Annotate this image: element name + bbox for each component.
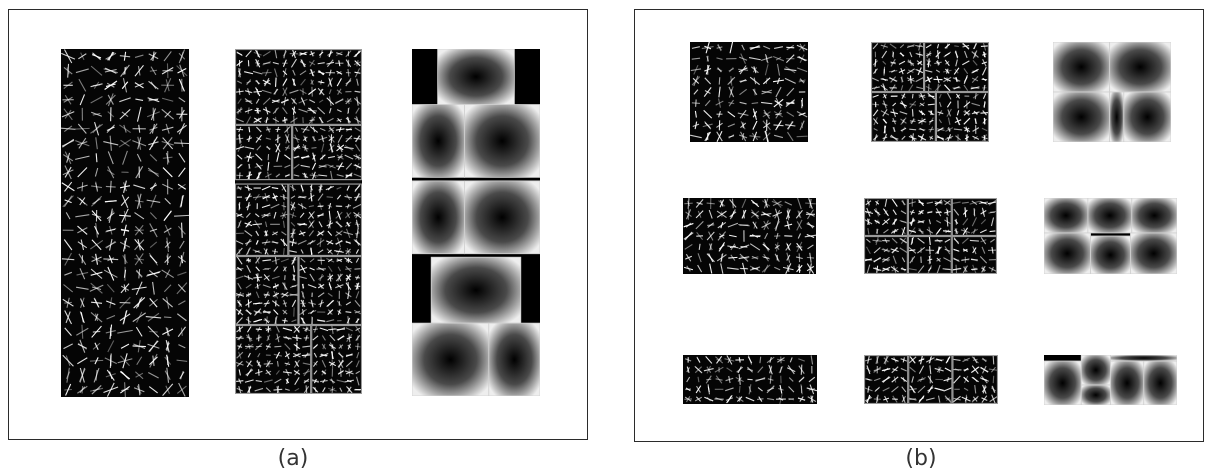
panel-b-row1-deformation-maps [1053, 42, 1171, 142]
caption-a: (a) [263, 446, 323, 471]
panel-b-row3-root-hog [683, 355, 817, 404]
panel-b-row3-part-filters [864, 355, 998, 404]
panel-b-row2-part-filters [864, 198, 997, 274]
panel-b-row3-deformation-maps [1044, 355, 1177, 405]
caption-b: (b) [891, 446, 951, 471]
panel-a-deformation-maps [412, 49, 540, 396]
panel-b-row1-root-hog [690, 42, 808, 142]
panel-b-row1-part-filters [871, 42, 989, 142]
panel-a-root-hog [61, 49, 189, 397]
panel-b-row2-root-hog [683, 198, 816, 274]
panel-b-row2-deformation-maps [1044, 198, 1177, 274]
panel-a-part-filters [235, 49, 362, 394]
